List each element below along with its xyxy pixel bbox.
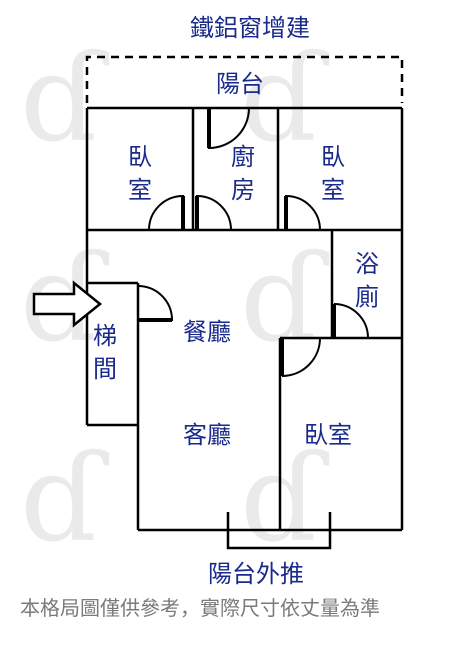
balcony-top-label: 陽台 [216, 70, 264, 98]
balcony-bottom-label: 陽台外推 [208, 560, 304, 588]
stairs-door [137, 285, 174, 321]
door-leaves [138, 108, 336, 376]
svg-text:ɗ: ɗ [240, 230, 330, 369]
kitchen-label-1: 廚 [231, 143, 255, 171]
bedroom-left-label-2: 室 [128, 176, 152, 204]
bottom-bedroom-door [281, 337, 321, 377]
bath-label-1: 浴 [355, 250, 379, 278]
svg-text:ɗ: ɗ [20, 30, 110, 169]
svg-text:ɗ: ɗ [240, 430, 330, 569]
right-bedroom-door [285, 194, 321, 231]
bedroom-right-label-2: 室 [321, 176, 345, 204]
svg-text:ɗ: ɗ [240, 30, 330, 169]
bedroom-left-label-1: 臥 [128, 143, 152, 171]
watermark: ɗ ɗ ɗ ɗ ɗ ɗ [20, 30, 330, 569]
living-label: 客廳 [183, 421, 231, 449]
kitchen-door [196, 194, 232, 231]
svg-text:ɗ: ɗ [20, 430, 110, 569]
dining-label: 餐廳 [183, 318, 231, 346]
walls [85, 106, 404, 550]
stairs-label-1: 梯 [93, 322, 117, 350]
left-bedroom-door [148, 194, 184, 231]
bath-door [333, 303, 369, 339]
bath-label-2: 廁 [355, 283, 379, 311]
stairs-label-2: 間 [93, 355, 117, 383]
bedroom-right-label-1: 臥 [321, 143, 345, 171]
title-top: 鐵鋁窗增建 [190, 14, 310, 42]
bedroom-bottom-label: 臥室 [304, 421, 352, 449]
kitchen-balcony-door [208, 107, 250, 150]
dashed-addition-outline [85, 55, 404, 103]
disclaimer-note: 本格局圖僅供參考，實際尺寸依丈量為準 [20, 596, 380, 620]
kitchen-label-2: 房 [231, 176, 255, 204]
entry-arrow-icon [32, 280, 102, 328]
